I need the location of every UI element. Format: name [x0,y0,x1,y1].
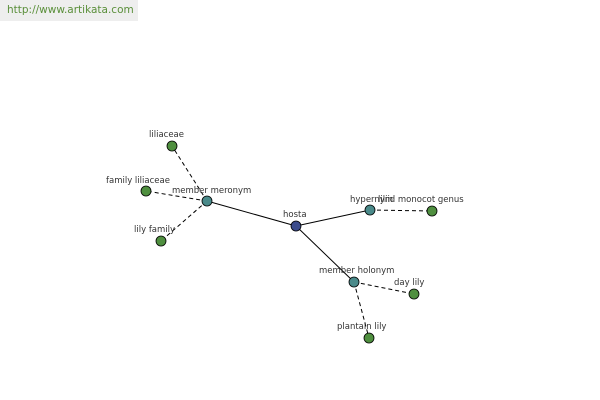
node-hypernym[interactable] [364,204,376,216]
edge-member-meronym-liliaceae [171,145,208,202]
graph-edges [145,145,433,339]
node-lily-family[interactable] [155,235,167,247]
edge-hosta-member-holonym [295,225,355,283]
label-plantain-lily[interactable]: plantain lily [337,322,386,332]
node-day-lily[interactable] [408,288,420,300]
label-liliid-monocot-genus[interactable]: liliid monocot genus [378,195,464,205]
edge-hosta-hypernym [295,209,371,227]
node-liliid-monocot-genus[interactable] [426,205,438,217]
edge-hypernym-liliid-monocot-genus [369,209,433,212]
graph-nodes [140,140,438,344]
url-banner[interactable]: http://www.artikata.com [0,0,138,21]
label-liliaceae[interactable]: liliaceae [149,130,184,140]
edge-member-meronym-family-liliaceae [145,190,208,202]
edge-hosta-member-meronym [206,200,297,227]
node-member-meronym[interactable] [201,195,213,207]
label-member-holonym[interactable]: member holonym [319,266,394,276]
graph-labels: hosta member meronym hypernym member hol… [106,130,464,332]
node-hosta[interactable] [290,220,302,232]
label-day-lily[interactable]: day lily [394,278,424,288]
url-text[interactable]: http://www.artikata.com [7,4,134,16]
node-family-liliaceae[interactable] [140,185,152,197]
label-lily-family[interactable]: lily family [134,225,175,235]
node-plantain-lily[interactable] [363,332,375,344]
label-family-liliaceae[interactable]: family liliaceae [106,176,170,186]
label-hosta[interactable]: hosta [283,210,307,220]
label-hypernym[interactable]: hypernym [350,195,393,205]
node-liliaceae[interactable] [166,140,178,152]
node-member-holonym[interactable] [348,276,360,288]
edge-member-meronym-lily-family [160,200,208,242]
label-member-meronym[interactable]: member meronym [172,186,251,196]
edge-member-holonym-day-lily [353,281,415,295]
edge-member-holonym-plantain-lily [353,281,370,339]
